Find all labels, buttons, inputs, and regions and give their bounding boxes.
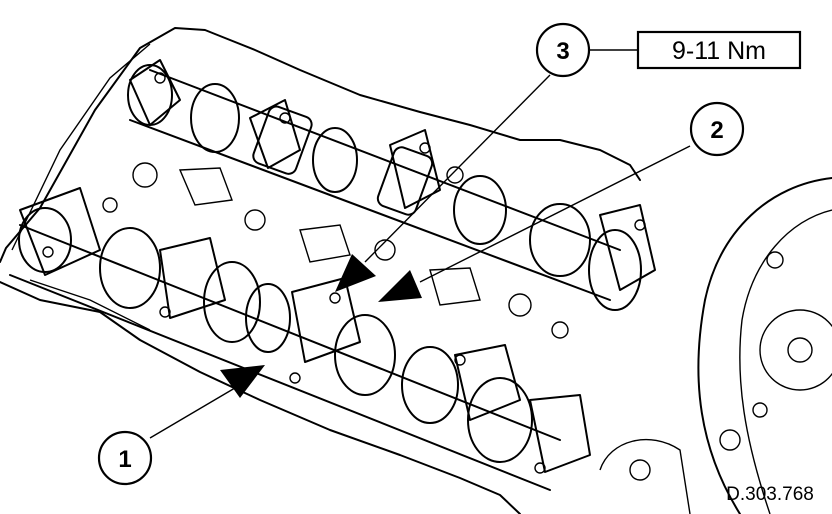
lower-casting	[599, 438, 691, 514]
callout-2-label: 2	[710, 117, 723, 144]
leader-lines	[149, 49, 691, 439]
drawing-reference: D.303.768	[726, 484, 814, 505]
callout-1: 1	[97, 430, 153, 486]
cylinder-head-outline	[0, 27, 641, 514]
rear-bearing-caps	[129, 59, 656, 291]
torque-spec: 9-11 Nm	[672, 37, 766, 65]
callout-2: 2	[689, 101, 745, 157]
front-camshaft	[9, 207, 561, 491]
torque-spec-box: 9-11 Nm	[636, 30, 802, 70]
front-bearing-caps	[19, 187, 591, 474]
rear-camshaft	[127, 64, 642, 311]
callout-3-label: 3	[556, 38, 569, 65]
callout-3: 3	[535, 22, 591, 78]
callout-1-label: 1	[118, 446, 131, 473]
timing-gear	[697, 177, 832, 514]
casting-detail	[102, 162, 569, 339]
